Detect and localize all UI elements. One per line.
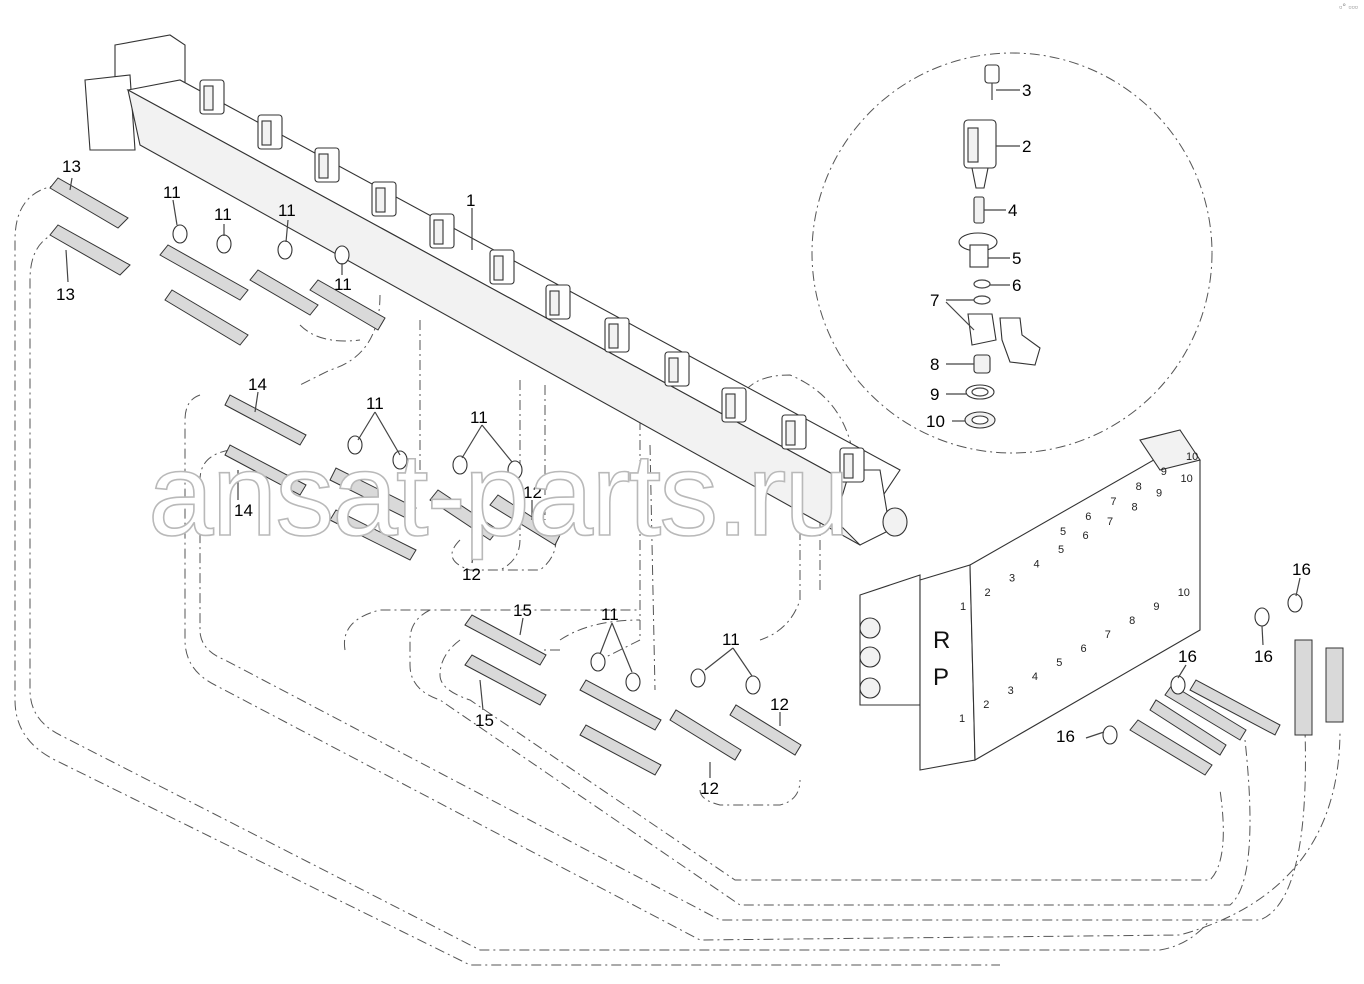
callout-13-top: 13 <box>62 157 81 176</box>
valve-section-number: 8 <box>1132 502 1138 514</box>
callout-10: 10 <box>926 412 945 431</box>
valve-section-number: 10 <box>1186 451 1198 463</box>
valve-section-number: 8 <box>1136 481 1142 493</box>
callout-11-b: 11 <box>214 205 232 224</box>
callout-12-a: 12 <box>523 483 542 502</box>
leader-lines <box>65 89 1301 778</box>
valve-section-number: 5 <box>1058 544 1064 556</box>
valve-section-number: 7 <box>1107 516 1113 528</box>
valve-section-number: 10 <box>1181 473 1193 485</box>
hose-assemblies <box>49 177 1344 776</box>
callout-11-g: 11 <box>601 605 619 624</box>
callout-11-f: 11 <box>470 408 488 427</box>
valve-section-number: 3 <box>1009 573 1015 585</box>
callout-7: 7 <box>930 291 939 310</box>
callout-16-c: 16 <box>1178 647 1197 666</box>
valve-bank-label-r: R <box>933 627 950 654</box>
control-valve-bank: R P 1 2 3 4 5 6 7 8 9 10 5 6 7 8 9 10 1 2 3 4 5 6 7 8 9 10 <box>859 429 1201 771</box>
callout-15-top: 15 <box>513 601 532 620</box>
callout-12-d: 12 <box>700 779 719 798</box>
detail-parts <box>958 64 1041 429</box>
callout-14-bottom: 14 <box>234 501 253 520</box>
section-numbers-mid: 5 6 7 8 9 10 <box>1060 451 1198 538</box>
watermark: ansat-parts.ru <box>148 429 848 561</box>
valve-section-number: 7 <box>1105 629 1111 641</box>
valve-section-number: 6 <box>1083 530 1089 542</box>
valve-section-number: 9 <box>1156 487 1162 499</box>
valve-section-number: 2 <box>985 587 991 599</box>
corner-mark: ▫° ▫▫▫ <box>1339 2 1358 12</box>
valve-section-number: 5 <box>1056 657 1062 669</box>
valve-section-number: 4 <box>1032 671 1038 683</box>
callout-12-c: 12 <box>770 695 789 714</box>
callout-5: 5 <box>1012 249 1021 268</box>
callout-12-b: 12 <box>462 565 481 584</box>
valve-section-number: 7 <box>1110 496 1116 508</box>
callout-11-e: 11 <box>366 394 384 413</box>
callout-1: 1 <box>466 191 475 210</box>
callout-14-top: 14 <box>248 375 267 394</box>
callout-4: 4 <box>1008 201 1017 220</box>
callout-2: 2 <box>1022 137 1031 156</box>
callout-numbers: 3 2 4 5 6 7 8 9 10 1 13 13 11 11 11 11 1… <box>56 81 1311 798</box>
callout-15-bottom: 15 <box>475 711 494 730</box>
valve-section-number: 6 <box>1085 511 1091 523</box>
section-numbers-low: 1 2 3 4 5 6 7 8 9 10 <box>959 587 1190 725</box>
callout-6: 6 <box>1012 276 1021 295</box>
callout-11-a: 11 <box>163 183 181 202</box>
callout-11-c: 11 <box>278 201 296 220</box>
callout-16-a: 16 <box>1292 560 1311 579</box>
detail-view-circle <box>811 52 1213 454</box>
fittings <box>172 224 1303 745</box>
callout-9: 9 <box>930 385 939 404</box>
valve-section-number: 9 <box>1161 466 1167 478</box>
callout-8: 8 <box>930 355 939 374</box>
valve-section-number: 2 <box>983 699 989 711</box>
callout-13-bottom: 13 <box>56 285 75 304</box>
callout-16-b: 16 <box>1254 647 1273 666</box>
valve-section-number: 8 <box>1129 615 1135 627</box>
valve-section-number: 4 <box>1034 558 1040 570</box>
valve-section-number: 10 <box>1178 587 1190 599</box>
valve-section-number: 9 <box>1153 601 1159 613</box>
callout-3: 3 <box>1022 81 1031 100</box>
manifold-assembly <box>84 34 908 546</box>
section-numbers-top: 1 2 3 4 5 6 7 8 9 10 <box>960 473 1193 613</box>
valve-section-number: 1 <box>959 713 965 725</box>
callout-11-h: 11 <box>722 630 740 649</box>
callout-16-d: 16 <box>1056 727 1075 746</box>
callout-11-d: 11 <box>334 275 352 294</box>
valve-bank-label-p: P <box>933 664 949 691</box>
valve-cartridges <box>199 79 865 483</box>
valve-section-number: 1 <box>960 601 966 613</box>
valve-section-number: 6 <box>1081 643 1087 655</box>
valve-section-number: 3 <box>1008 685 1014 697</box>
valve-section-number: 5 <box>1060 526 1066 538</box>
